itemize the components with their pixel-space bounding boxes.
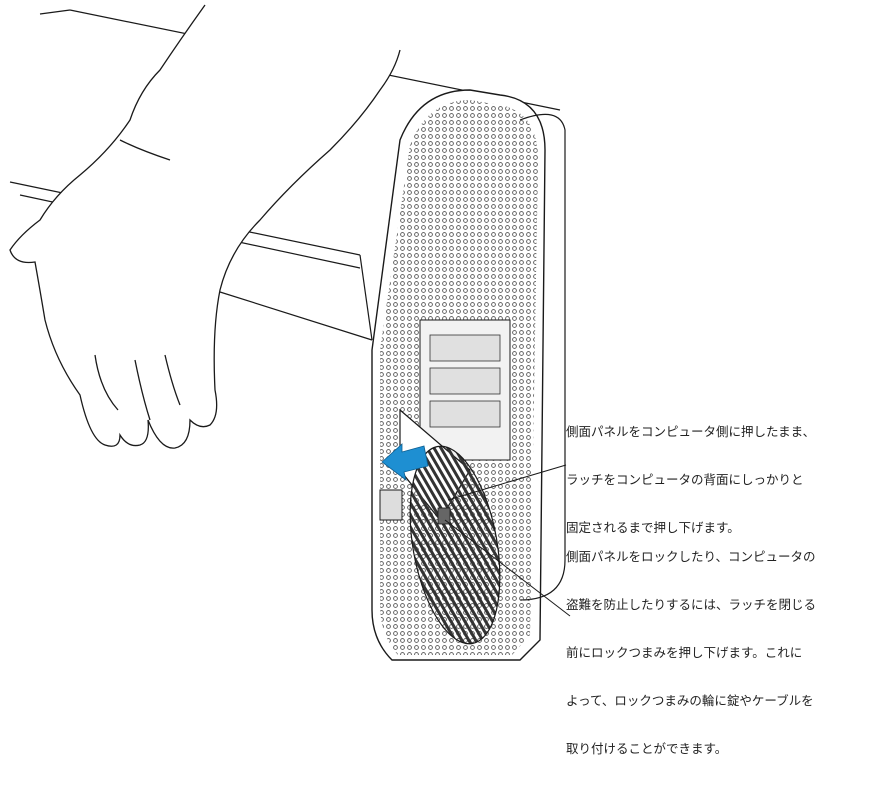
mac-pro-latch-illustration <box>9 4 571 661</box>
hand <box>9 4 401 449</box>
callout-2-line-2: 盗難を防止したりするには、ラッチを閉じる <box>566 597 817 612</box>
leader-line-1 <box>447 464 567 501</box>
callout-2-line-3: 前にロックつまみを押し下げます。これに <box>566 645 803 660</box>
callout-1-line-1: 側面パネルをコンピュータ側に押したまま、 <box>566 424 816 439</box>
tower-frame <box>371 89 566 661</box>
leader-line-2 <box>444 519 571 617</box>
callout-2-line-5: 取り付けることができます。 <box>566 741 728 756</box>
callout-2-line-1: 側面パネルをロックしたり、コンピュータの <box>566 549 816 564</box>
callout-1-line-3: 固定されるまで押し下げます。 <box>566 520 740 535</box>
callout-lock-instructions: 側面パネルをロックしたり、コンピュータの 盗難を防止したりするには、ラッチを閉じ… <box>566 521 896 785</box>
callout-2-line-4: よって、ロックつまみの輪に錠やケーブルを <box>566 693 814 708</box>
callout-1-line-2: ラッチをコンピュータの背面にしっかりと <box>566 472 804 487</box>
callout-latch-instructions: 側面パネルをコンピュータ側に押したまま、 ラッチをコンピュータの背面にしっかりと… <box>566 396 896 564</box>
push-arrow-icon <box>381 443 429 481</box>
